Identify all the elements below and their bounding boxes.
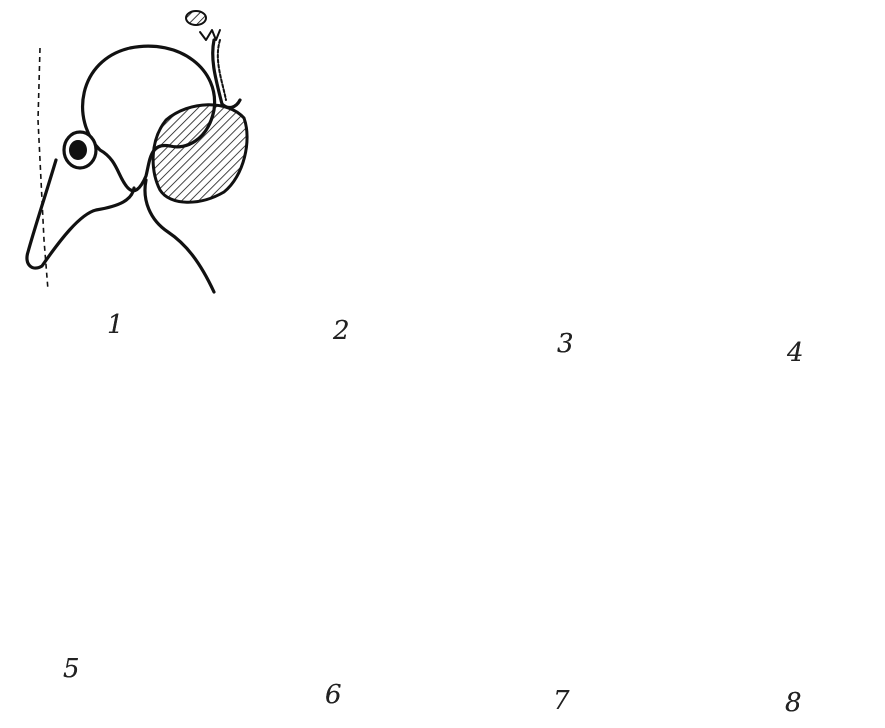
panel-1-number: 1 — [107, 312, 124, 338]
panel-5-number: 5 — [63, 656, 80, 682]
panel-3-number: 3 — [557, 331, 574, 357]
panel-7-number: 7 — [553, 688, 570, 714]
panel-2-number: 2 — [333, 318, 350, 344]
panel-6-number: 6 — [325, 682, 342, 708]
panel-1-drawing — [27, 11, 247, 292]
panel-8-number: 8 — [785, 690, 802, 716]
panel-4-number: 4 — [787, 340, 804, 366]
